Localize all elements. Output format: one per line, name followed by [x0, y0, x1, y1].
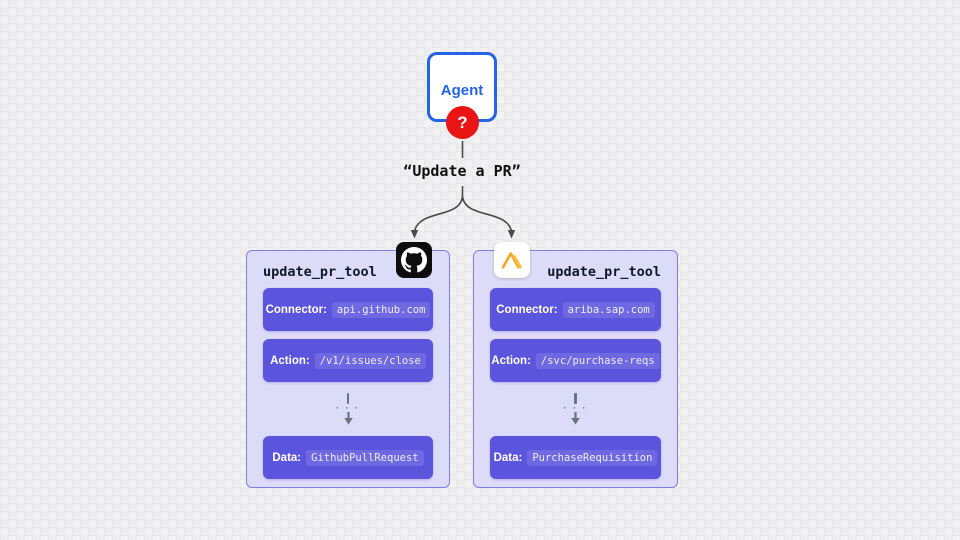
action-row-label: Action:	[491, 354, 531, 367]
data-row-value: PurchaseRequisition	[527, 449, 658, 466]
github-octocat-glyph	[401, 247, 427, 273]
user-query-text: “Update a PR”	[403, 162, 521, 180]
action-row: Action: /v1/issues/close	[263, 339, 433, 382]
connector-row-value: ariba.sap.com	[562, 301, 655, 318]
connector-dots: · · ·	[563, 403, 588, 413]
ariba-icon	[494, 242, 530, 278]
connector-row-value: api.github.com	[331, 301, 431, 318]
connector-line	[574, 393, 577, 404]
action-to-data-connector: · · ·	[263, 390, 433, 428]
agent-label: Agent	[440, 81, 484, 99]
down-arrow-icon	[571, 412, 580, 425]
connector-dots: · · ·	[336, 403, 360, 413]
action-row: Action: /svc/purchase-reqs	[490, 339, 661, 382]
connector-line	[346, 393, 350, 404]
connector-row-label: Connector:	[265, 303, 327, 316]
action-row-value: /svc/purchase-reqs	[535, 352, 660, 369]
question-badge-glyph: ?	[457, 112, 468, 132]
action-row-label: Action:	[270, 354, 310, 367]
question-badge: ?	[446, 106, 479, 139]
data-row-label: Data:	[493, 451, 523, 464]
github-icon	[396, 242, 432, 278]
action-to-data-connector: · · ·	[490, 390, 661, 428]
tool-card-title: update_pr_tool	[263, 264, 377, 280]
action-row-value: /v1/issues/close	[314, 352, 426, 369]
down-arrow-icon	[343, 412, 353, 425]
tool-card-title: update_pr_tool	[547, 264, 661, 280]
connector-row: Connector: ariba.sap.com	[490, 288, 661, 331]
connector-row-label: Connector:	[496, 303, 558, 316]
tool-card-github: update_pr_tool Connector: api.github.com…	[246, 250, 450, 488]
data-row-value: GithubPullRequest	[306, 449, 424, 466]
ariba-chevron-glyph	[501, 252, 522, 269]
data-row: Data: PurchaseRequisition	[490, 436, 661, 479]
data-row: Data: GithubPullRequest	[263, 436, 433, 479]
connector-row: Connector: api.github.com	[263, 288, 433, 331]
data-row-label: Data:	[272, 451, 302, 464]
tool-card-ariba: update_pr_tool Connector: ariba.sap.com …	[473, 250, 678, 488]
